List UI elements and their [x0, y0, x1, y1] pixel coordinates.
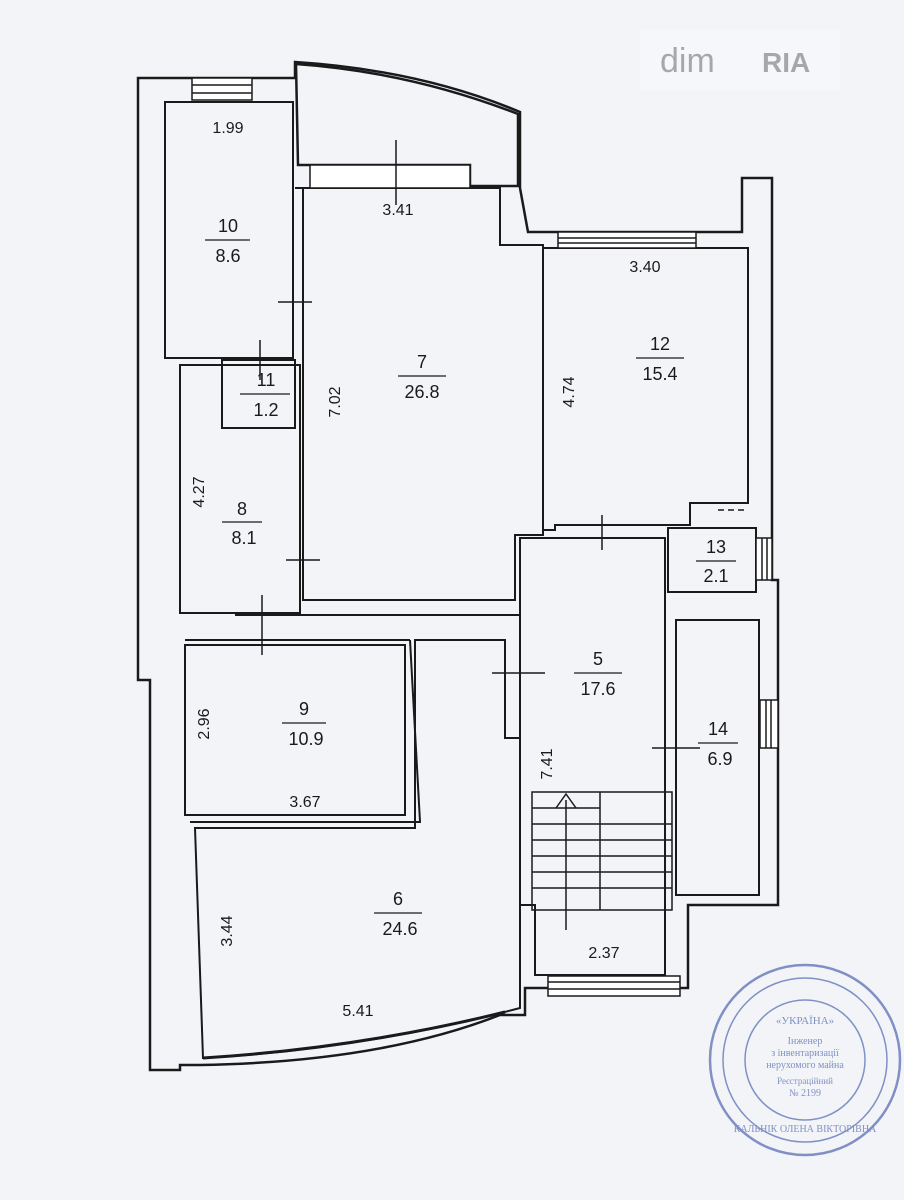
stamp-line-2: з інвентаризації [771, 1048, 839, 1059]
dimension-4-27: 4.27 [191, 476, 208, 507]
stamp-line-4: Реєстраційний [777, 1076, 833, 1086]
window-room-12 [557, 231, 697, 249]
room-6-number: 6 [393, 889, 403, 909]
dimension-3-41: 3.41 [382, 202, 413, 219]
room-8-number: 8 [237, 499, 247, 519]
door-marks [259, 140, 748, 749]
room-11-outline [221, 359, 296, 429]
room-9-label: 9 10.9 [282, 699, 326, 749]
window-room-7 [309, 164, 471, 189]
room-10-area: 8.6 [215, 246, 240, 266]
room-12-area: 15.4 [642, 364, 677, 384]
stair-arrow [555, 792, 577, 930]
room-8-outline [179, 364, 301, 614]
official-stamp: «УКРАЇНА» Інженер з інвентаризації нерух… [708, 963, 902, 1157]
dimension-3-40: 3.40 [629, 259, 660, 276]
room-7-outline [295, 187, 544, 601]
watermark-dim: dim [660, 42, 715, 80]
room-11-number: 11 [257, 370, 276, 390]
room-5-area: 17.6 [580, 679, 615, 699]
window-stairwell [547, 975, 681, 997]
room-9-outline [184, 644, 406, 816]
dimension-3-44: 3.44 [219, 915, 236, 946]
room-10-outline [164, 101, 294, 359]
room-12-number: 12 [650, 334, 670, 354]
room-11-area: 1.2 [253, 400, 278, 420]
dimension-3-67: 3.67 [289, 794, 320, 811]
room-13-number: 13 [706, 537, 726, 557]
stamp-bottom-line: КАЛЬНІК ОЛЕНА ВІКТОРІВНА [734, 1124, 877, 1135]
room-6-outline [193, 639, 521, 1060]
dimension-7-02: 7.02 [327, 386, 344, 417]
window-room-14 [759, 699, 779, 749]
dimension-5-41: 5.41 [342, 1003, 373, 1020]
room-7-area: 26.8 [404, 382, 439, 402]
dimension-4-74: 4.74 [561, 376, 578, 407]
room-7-label: 7 26.8 [398, 352, 446, 402]
room-14-number: 14 [708, 719, 728, 739]
room-6-area: 24.6 [382, 919, 417, 939]
window-room-13 [755, 537, 773, 581]
outer-walls [136, 60, 780, 1072]
dimension-2-96: 2.96 [196, 708, 213, 739]
dim-ria-watermark: dim RIA [640, 30, 840, 90]
room-14-label: 14 6.9 [698, 719, 738, 769]
staircase [531, 791, 673, 930]
stamp-top-line: «УКРАЇНА» [776, 1015, 834, 1027]
dimension-labels: 1.99 3.41 3.40 7.02 4.74 4.27 2.96 3.67 … [191, 120, 661, 1020]
windows [191, 77, 779, 1060]
room-5-label: 5 17.6 [574, 649, 622, 699]
dimension-7-41: 7.41 [539, 748, 556, 779]
room-8-label: 8 8.1 [222, 499, 262, 548]
room-6-label: 6 24.6 [374, 889, 422, 939]
watermark-ria: RIA [762, 47, 810, 78]
stamp-line-1: Інженер [788, 1036, 823, 1047]
room-14-outline [675, 619, 760, 896]
room-10-label: 10 8.6 [205, 216, 250, 266]
stamp-line-5: № 2199 [789, 1088, 821, 1099]
window-room-6 [202, 1010, 506, 1060]
room-labels: 10 8.6 11 1.2 8 8.1 7 26.8 12 15.4 13 2.… [205, 216, 738, 939]
room-9-number: 9 [299, 699, 309, 719]
room-12-outline [543, 247, 749, 531]
room-7-number: 7 [417, 352, 427, 372]
room-12-label: 12 15.4 [636, 334, 684, 384]
dimension-1-99: 1.99 [212, 120, 243, 137]
room-13-label: 13 2.1 [696, 537, 736, 586]
room-11-label: 11 1.2 [240, 370, 290, 420]
room-13-area: 2.1 [703, 566, 728, 586]
room-8-area: 8.1 [231, 528, 256, 548]
stamp-line-3: нерухомого майна [766, 1060, 844, 1071]
room-9-area: 10.9 [288, 729, 323, 749]
room-14-area: 6.9 [707, 749, 732, 769]
window-room-10 [191, 77, 253, 101]
dimension-2-37: 2.37 [588, 945, 619, 962]
room-10-number: 10 [218, 216, 238, 236]
room-5-number: 5 [593, 649, 603, 669]
